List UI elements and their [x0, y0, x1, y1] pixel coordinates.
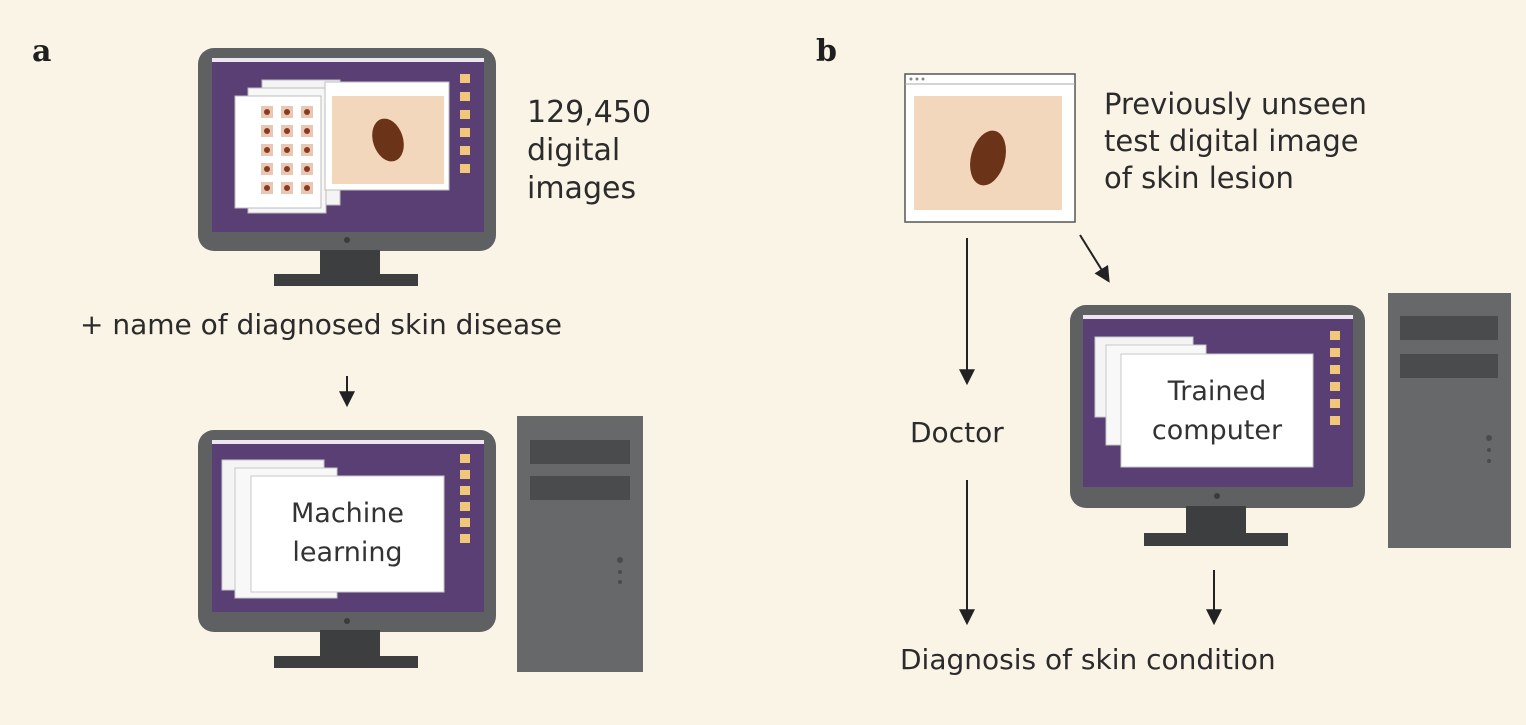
tower-computer-a: [517, 416, 643, 672]
panel-b-letter: b: [816, 34, 837, 69]
tower-computer-b: [1388, 293, 1511, 548]
machine-learning-label: Machine learning: [290, 498, 405, 568]
menu-tabs-icon: [460, 74, 470, 173]
trained-computer-label: Trained computer: [1151, 376, 1283, 446]
test-image-caption: Previously unseen test digital image of …: [1104, 87, 1367, 195]
image-count-caption: digital images: [527, 133, 637, 206]
diagnosis-output-label: Diagnosis of skin condition: [900, 643, 1276, 676]
image-count: 129,450: [527, 95, 652, 130]
panel-a-letter: a: [32, 34, 52, 69]
label-input-text: + name of diagnosed skin disease: [80, 308, 562, 341]
lesion-image-window: [324, 81, 450, 191]
training-monitor: [198, 48, 496, 286]
arrow-to-trained-computer: [1079, 234, 1110, 283]
image-grid-window: [234, 79, 341, 214]
test-lesion-image: [904, 73, 1076, 223]
machine-learning-monitor: [198, 430, 496, 668]
doctor-label: Doctor: [910, 416, 1004, 449]
trained-computer-monitor: [1070, 305, 1365, 546]
